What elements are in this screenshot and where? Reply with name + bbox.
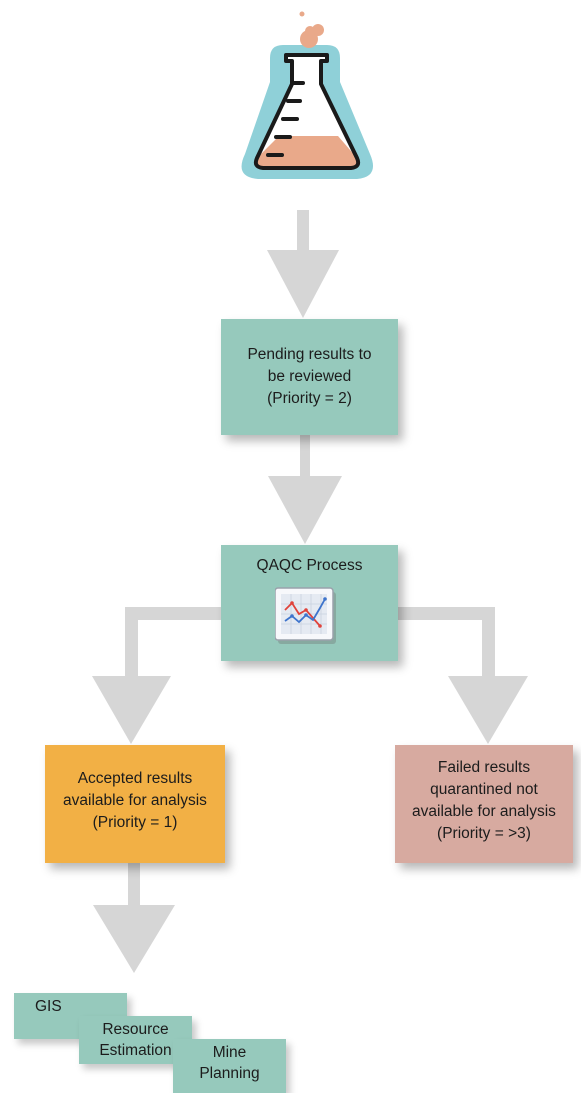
accepted-line-2: available for analysis	[63, 792, 207, 809]
resource-line-2: Estimation	[99, 1042, 172, 1059]
accepted-line-1: Accepted results	[77, 770, 193, 787]
failed-results-box: Failed results quarantined not available…	[395, 745, 573, 863]
qaqc-title: QAQC Process	[256, 557, 363, 574]
failed-line-3: available for analysis	[412, 803, 556, 820]
arrow-to-accepted	[92, 676, 171, 744]
connector-pending-qaqc	[300, 435, 310, 480]
connector-qaqc-right-vertical	[482, 607, 495, 682]
pending-line-3: (Priority = 2)	[267, 390, 352, 407]
resource-estimation-box: Resource Estimation	[79, 1016, 192, 1064]
mine-line-1: Mine	[212, 1044, 247, 1061]
arrow-to-qaqc	[268, 476, 342, 544]
arrow-to-pending	[267, 250, 339, 318]
mine-planning-box: Mine Planning	[173, 1039, 286, 1093]
connector-qaqc-left-vertical	[125, 607, 138, 682]
failed-line-1: Failed results	[437, 759, 531, 776]
connector-qaqc-left-horizontal	[125, 607, 221, 620]
arrow-to-failed	[448, 676, 528, 744]
mine-line-2: Planning	[199, 1065, 260, 1082]
connector-qaqc-right-horizontal	[398, 607, 490, 620]
connector-flask-pending	[297, 210, 309, 255]
accepted-results-box: Accepted results available for analysis …	[45, 745, 225, 863]
accepted-line-3: (Priority = 1)	[92, 814, 178, 831]
arrow-to-outputs	[93, 905, 175, 973]
flask-icon	[241, 11, 374, 179]
gis-label: GIS	[35, 998, 62, 1015]
resource-line-1: Resource	[102, 1021, 169, 1038]
pending-line-2: be reviewed	[267, 368, 352, 385]
failed-line-2: quarantined not	[430, 781, 538, 798]
line-chart-icon	[275, 587, 336, 644]
pending-line-1: Pending results to	[247, 346, 372, 363]
failed-line-4: (Priority = >3)	[437, 825, 531, 842]
connector-accepted-outputs	[128, 863, 140, 910]
pending-results-box: Pending results to be reviewed (Priority…	[221, 319, 398, 435]
